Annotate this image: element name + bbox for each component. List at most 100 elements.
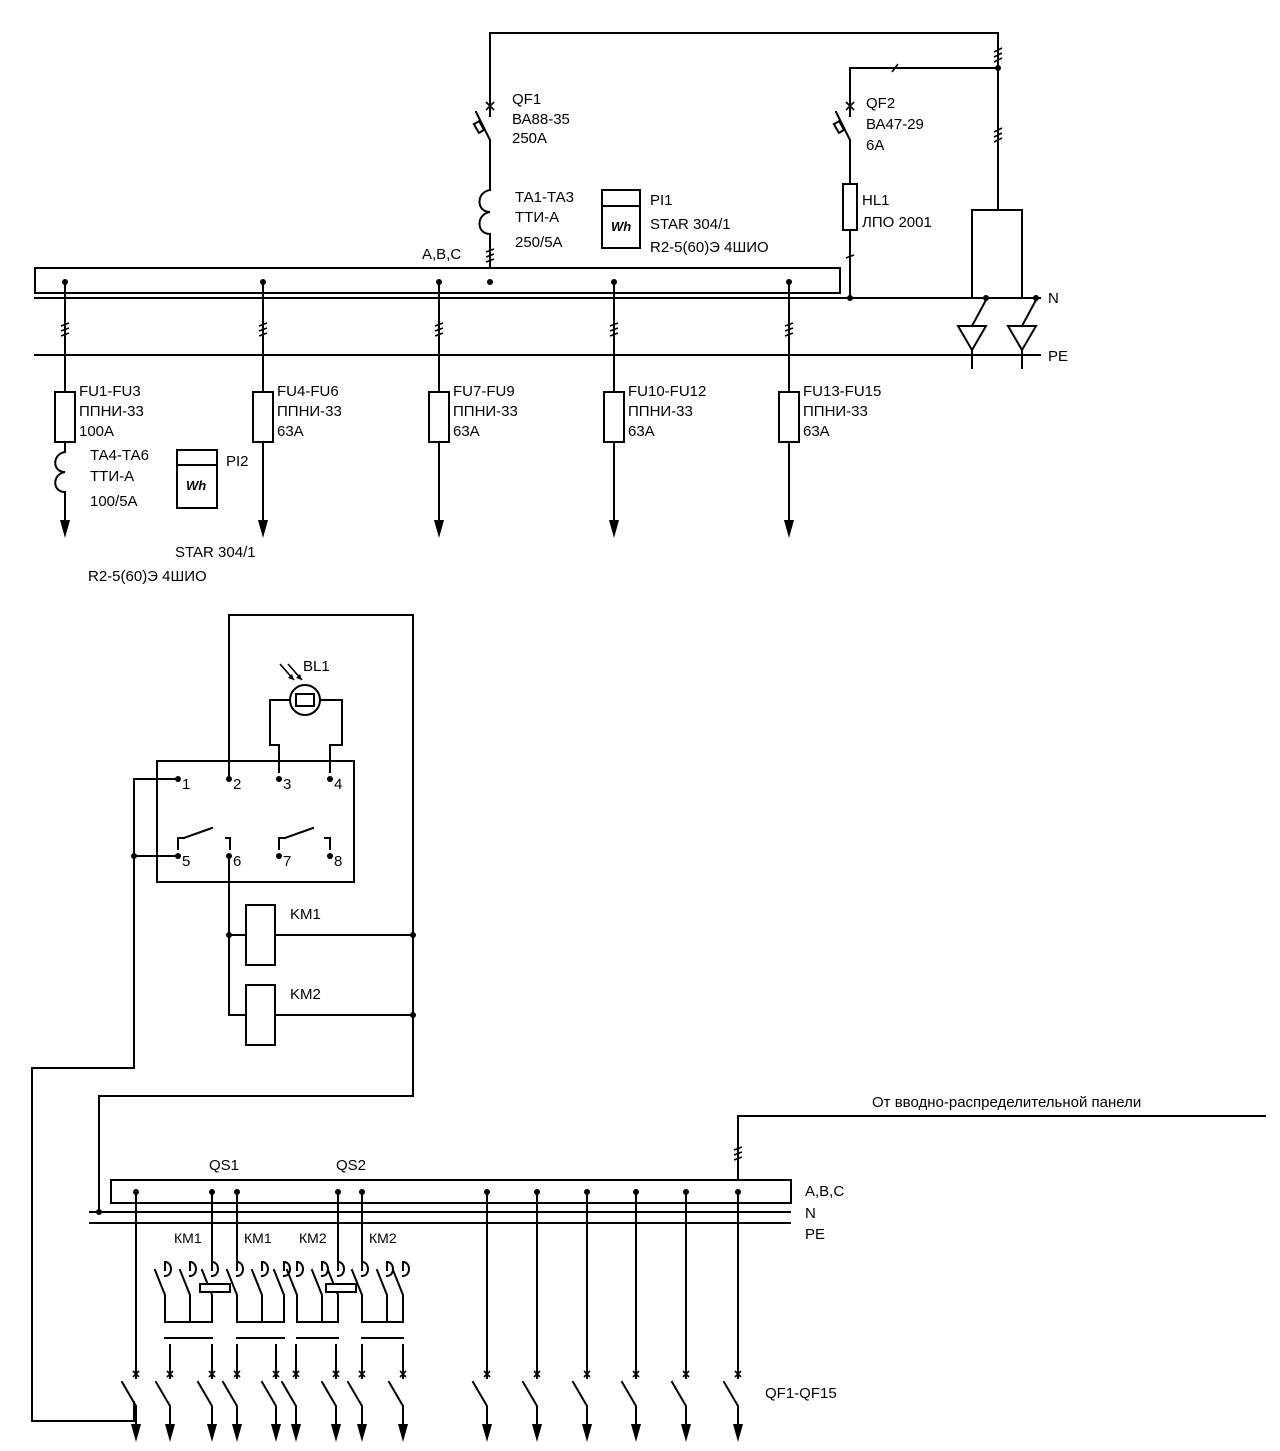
fuse-name: FU7-FU9: [453, 383, 515, 400]
breaker-14: [670, 1189, 691, 1442]
fuse-type: ППНИ-33: [453, 403, 518, 420]
pi2-spec: R2-5(60)Э 4ШИО: [88, 568, 207, 585]
terminal-5: 5: [182, 853, 190, 870]
breaker-12: [571, 1189, 592, 1442]
fuse-name: FU10-FU12: [628, 383, 706, 400]
breaker-6: [280, 1344, 301, 1442]
node: [995, 65, 1001, 71]
contactor-group-3: [285, 1260, 345, 1339]
terminal-dot: [276, 853, 282, 859]
terminal-6: 6: [233, 853, 241, 870]
breaker-15: [722, 1189, 743, 1442]
pi2-meter: Wh: [176, 449, 218, 509]
pi1-model: STAR 304/1: [650, 216, 731, 233]
pe-label: PE: [1048, 348, 1068, 365]
n-label: N: [1048, 290, 1059, 307]
ta-main-ratio: 250/5А: [515, 234, 563, 251]
pi2-name: PI2: [226, 453, 249, 470]
qf1-cross: [485, 101, 495, 111]
qf1-rating: 250А: [512, 130, 547, 147]
qs2-label: QS2: [336, 1157, 366, 1174]
ta-out-ratio: 100/5А: [90, 493, 138, 510]
coil-km2-label: KM2: [290, 986, 321, 1003]
photo-relay: [156, 760, 355, 883]
hl1-lamp: [842, 183, 858, 231]
ta-main-type: ТТИ-А: [515, 209, 559, 226]
control-loop: [98, 614, 414, 1213]
breaker-1: [120, 1189, 141, 1442]
breaker-9: [387, 1344, 408, 1442]
output-breakers: [120, 1189, 743, 1442]
lower-n-label: N: [805, 1205, 816, 1222]
outgoing-feeders: FU1-FU3ППНИ-33100АFU4-FU6ППНИ-3363АFU7-F…: [54, 279, 881, 538]
terminal-7: 7: [283, 853, 291, 870]
qf1-thermal: [472, 119, 486, 135]
terminal-dot: [226, 776, 232, 782]
breaker-7: [320, 1344, 341, 1442]
fuse-name: FU1-FU3: [79, 383, 141, 400]
pi2-model: STAR 304/1: [175, 544, 256, 561]
bl1-photosensor: [269, 663, 343, 773]
pi1-symbol: Wh: [611, 219, 631, 234]
pi1-name: PI1: [650, 192, 673, 209]
breaker-8: [346, 1344, 367, 1442]
socket-outlets: [956, 209, 1039, 369]
fuse-3: [428, 391, 450, 443]
coil-km1-label: KM1: [290, 906, 321, 923]
breaker-4: [221, 1344, 242, 1442]
ta-out-coil: [54, 450, 67, 494]
terminal-dot: [327, 776, 333, 782]
coil-km2: [245, 984, 276, 1046]
fuse-4: [603, 391, 625, 443]
terminal-8: 8: [334, 853, 342, 870]
relay-contacts: [177, 826, 331, 850]
bl1-name: BL1: [303, 658, 330, 675]
hl1-name: HL1: [862, 192, 890, 209]
feed-line: [489, 32, 999, 211]
terminal-2: 2: [233, 776, 241, 793]
contactor-group-2: [225, 1260, 291, 1339]
qf2-name: QF2: [866, 95, 895, 112]
fuse-type: ППНИ-33: [277, 403, 342, 420]
ta-main-ticks: [485, 248, 495, 263]
pi1-meter: Wh: [601, 189, 641, 249]
terminal-dot: [276, 776, 282, 782]
qf1-name: QF1: [512, 91, 541, 108]
ta-main-name: ТА1-ТА3: [515, 189, 574, 206]
km1-label-a: КМ1: [174, 1230, 202, 1246]
qf1-type: ВА88-35: [512, 111, 570, 128]
ta-main-coil: [478, 188, 492, 283]
coil-km1: [245, 904, 276, 966]
lower-bus-label: A,B,C: [805, 1183, 844, 1200]
km2-label-b: КМ2: [369, 1230, 397, 1246]
feed-source-line: [737, 1115, 1266, 1193]
breaker-10: [471, 1189, 492, 1442]
fuse-rating: 63А: [628, 423, 655, 440]
lower-busbar: [110, 1179, 792, 1204]
fuse-5: [778, 391, 800, 443]
fuse-rating: 63А: [453, 423, 480, 440]
fuse-rating: 63А: [803, 423, 830, 440]
fuse-name: FU4-FU6: [277, 383, 339, 400]
qf2-feed-line: [849, 67, 999, 107]
qf2-type: ВА47-29: [866, 116, 924, 133]
terminal-4: 4: [334, 776, 342, 793]
fuse-rating: 100А: [79, 423, 114, 440]
ta-out-type: ТТИ-А: [90, 468, 134, 485]
fuse-type: ППНИ-33: [628, 403, 693, 420]
fuse-rating: 63А: [277, 423, 304, 440]
breaker-5: [260, 1344, 281, 1442]
qs1-label: QS1: [209, 1157, 239, 1174]
qs2-interlock: [325, 1283, 357, 1293]
contactor-groups: [153, 1189, 410, 1339]
qs1-interlock: [199, 1283, 231, 1293]
top-feeders: QF1 ВА88-35 250А ТА1-ТА3 ТТИ-А 250/5А Wh…: [34, 32, 1068, 585]
bus-abc-label: A,B,C: [422, 246, 461, 263]
